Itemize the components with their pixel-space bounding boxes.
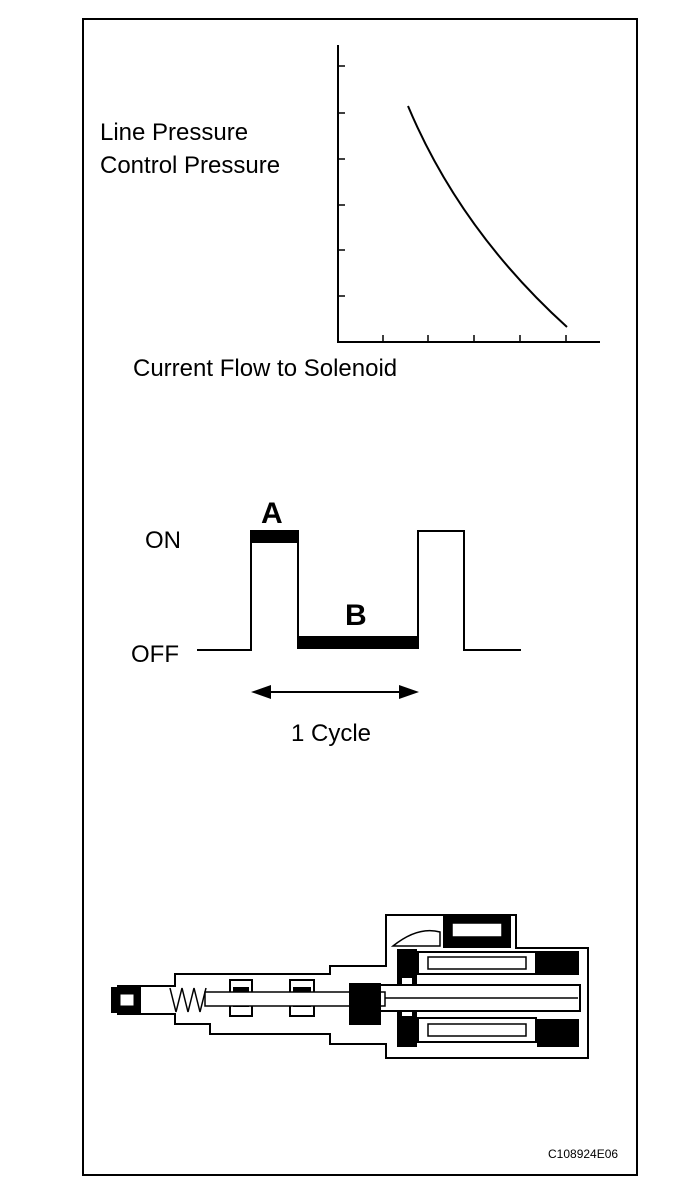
valve-spool — [204, 991, 386, 1007]
segment-a-bar — [251, 531, 298, 543]
x-label-current-flow: Current Flow to Solenoid — [133, 355, 398, 382]
solenoid-illustration — [111, 914, 589, 1059]
connector-lead — [390, 929, 441, 947]
segment-b-label: B — [345, 599, 367, 632]
connector-inner — [451, 922, 503, 938]
segment-a-label: A — [261, 497, 283, 530]
off-label: OFF — [131, 641, 179, 668]
coil-top-inner — [427, 956, 527, 970]
on-label: ON — [145, 527, 181, 554]
pressure-curve — [407, 105, 568, 328]
cycle-arrow-right-head — [399, 685, 419, 699]
cycle-label: 1 Cycle — [291, 720, 372, 747]
duty-cycle-waveform — [197, 530, 521, 699]
end-cap-bottom — [537, 1019, 579, 1047]
nozzle-tip — [119, 993, 135, 1007]
end-cap-top — [537, 951, 579, 975]
y-label-control-pressure: Control Pressure — [100, 152, 281, 179]
segment-b-bar — [298, 636, 418, 649]
figure-frame — [82, 18, 638, 1176]
coil-bottom-inner — [427, 1023, 527, 1037]
figure-code: C108924E06 — [548, 1147, 619, 1161]
y-label-line-pressure: Line Pressure — [100, 119, 249, 146]
square-wave — [197, 530, 521, 651]
spring — [169, 987, 207, 1013]
pressure-graph — [337, 45, 600, 343]
valve-block — [349, 983, 381, 1025]
cycle-arrow-left-head — [251, 685, 271, 699]
